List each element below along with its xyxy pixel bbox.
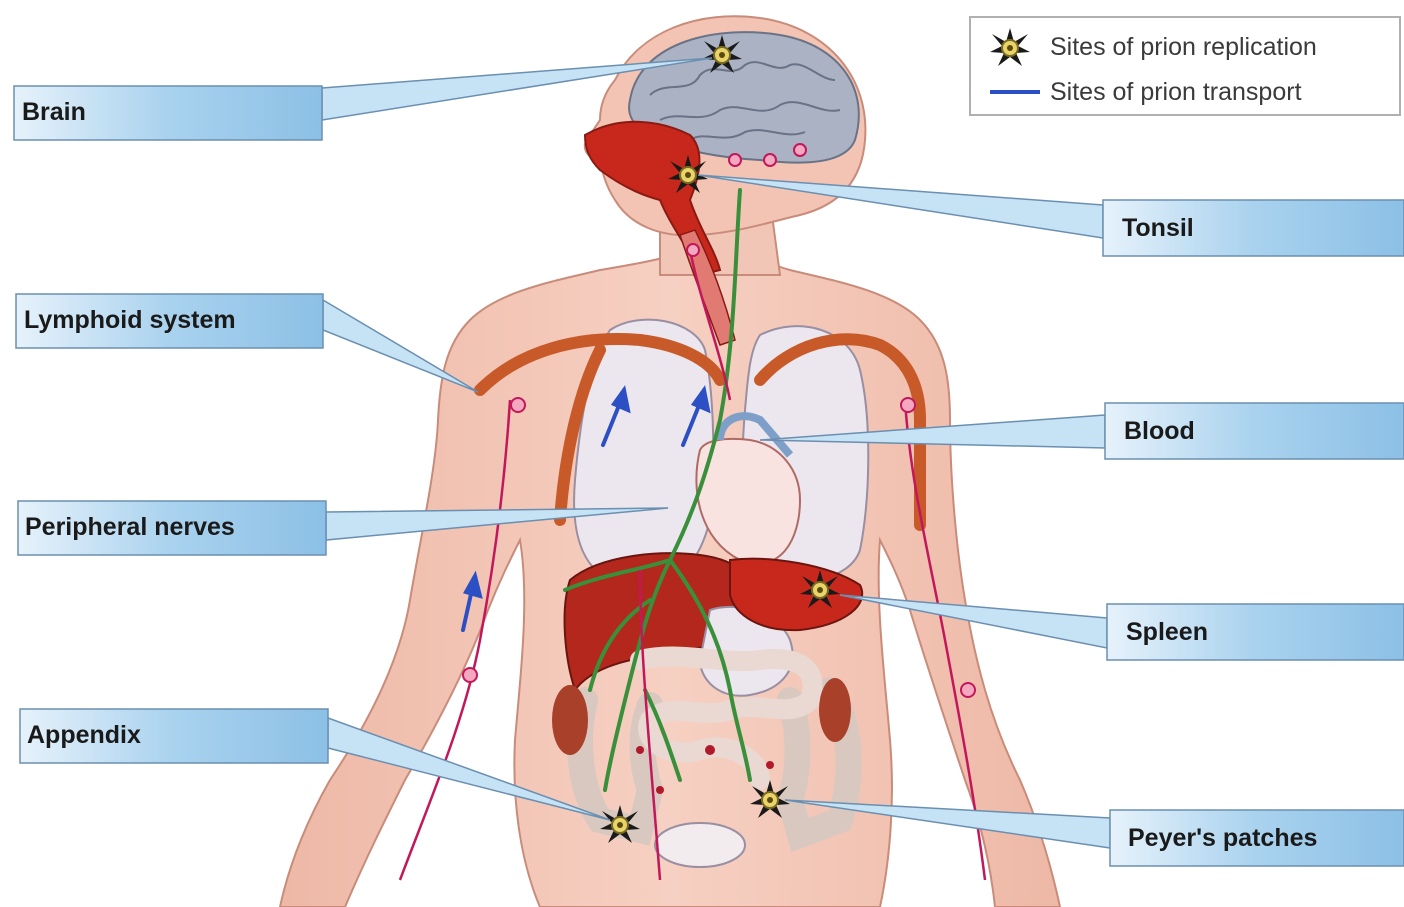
bladder (655, 823, 745, 867)
lymph-node (764, 154, 776, 166)
label-peripheral-nerves: Peripheral nerves (25, 513, 235, 541)
legend-replication-label: Sites of prion replication (1050, 33, 1317, 61)
lymph-node (961, 683, 975, 697)
label-brain: Brain (22, 98, 86, 126)
label-blood: Blood (1124, 417, 1195, 445)
legend: Sites of prion replication Sites of prio… (970, 17, 1400, 115)
body-figure (280, 16, 1060, 907)
label-tonsil: Tonsil (1122, 214, 1194, 242)
lymph-node (794, 144, 806, 156)
callout-tonsil: Tonsil (698, 175, 1404, 256)
label-spleen: Spleen (1126, 618, 1208, 646)
lymph-node (901, 398, 915, 412)
callout-lymphoid-system: Lymphoid system (16, 294, 478, 392)
lymph-node (511, 398, 525, 412)
kidney-left (552, 685, 588, 755)
legend-transport-label: Sites of prion transport (1050, 78, 1302, 106)
label-appendix: Appendix (27, 721, 141, 749)
lymph-node (729, 154, 741, 166)
label-peyers-patches: Peyer's patches (1128, 824, 1317, 852)
kidney-right (819, 678, 851, 742)
lymph-node (687, 244, 699, 256)
lymph-node (463, 668, 477, 682)
label-lymphoid-system: Lymphoid system (24, 306, 236, 334)
